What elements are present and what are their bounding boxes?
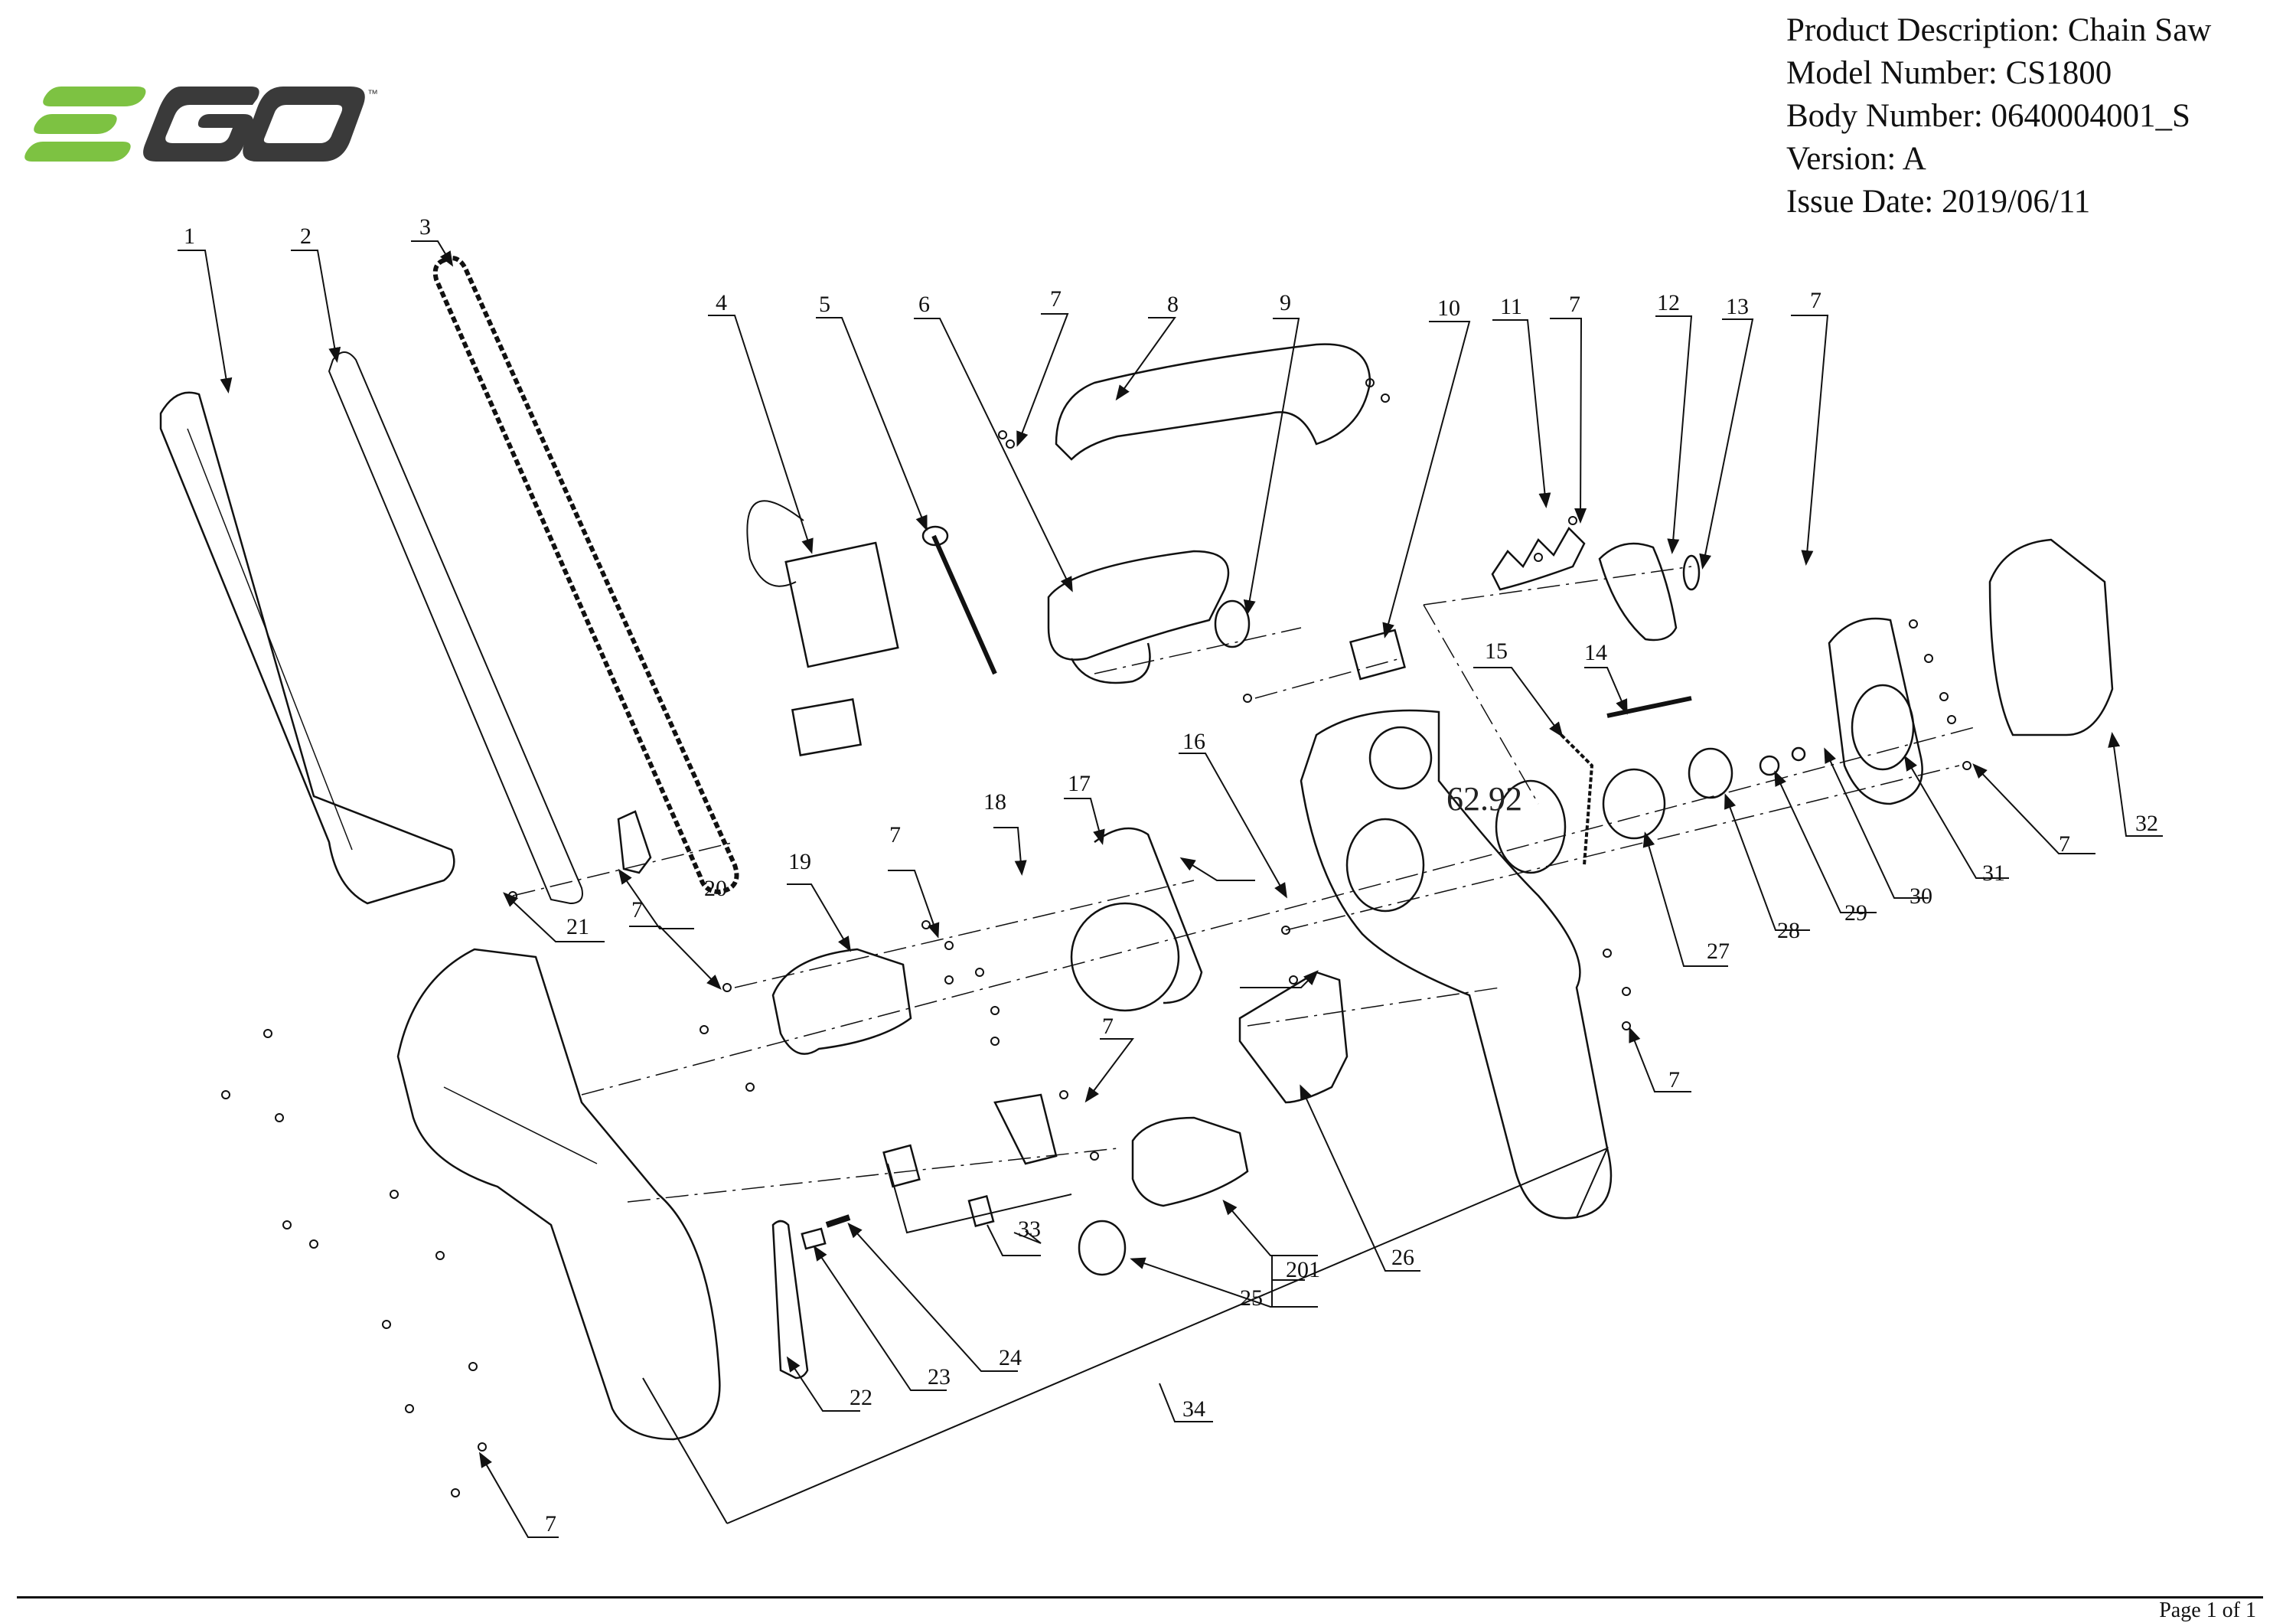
callout-3: 3	[419, 214, 431, 240]
callout-23: 23	[928, 1364, 951, 1390]
part-left-housing	[396, 948, 721, 1441]
part-saw-chain	[432, 256, 739, 895]
callout-19: 19	[788, 849, 811, 874]
part-brake-band	[1495, 779, 1567, 874]
part-sprocket-drum	[1602, 768, 1666, 840]
part-main-housing	[1300, 709, 1613, 1220]
footer-rule	[17, 1596, 2263, 1599]
callout-9: 9	[1280, 290, 1291, 315]
callout-7: 7	[1102, 1014, 1114, 1039]
part-front-handle	[1055, 343, 1371, 461]
part-oring	[1682, 554, 1701, 591]
callout-7: 7	[545, 1511, 556, 1536]
version: Version: A	[1786, 141, 1926, 177]
callout-16: 16	[1182, 729, 1205, 754]
callout-12: 12	[1657, 290, 1680, 315]
part-clip	[1688, 747, 1733, 799]
part-bumper-spike	[1491, 526, 1586, 591]
callout-29: 29	[1844, 900, 1867, 926]
part-spring	[825, 1214, 851, 1228]
part-rod	[931, 534, 997, 675]
part-oil-tank	[1131, 1116, 1249, 1207]
part-sprocket-cover	[1828, 617, 1923, 805]
callout-22: 22	[850, 1385, 872, 1410]
callout-30: 30	[1910, 883, 1932, 909]
callout-32: 32	[2135, 811, 2158, 836]
callout-201: 201	[1286, 1257, 1320, 1282]
stray-dimension-annotation: 62.92	[1446, 780, 1522, 818]
product-info-block: Product Description: Chain Saw Model Num…	[1786, 9, 2211, 224]
callout-18: 18	[983, 789, 1006, 815]
body-number: Body Number: 0640004001_S	[1786, 98, 2190, 134]
part-oil-cap	[1078, 1220, 1127, 1276]
callout-11: 11	[1500, 294, 1522, 319]
part-bar-cover	[159, 391, 455, 905]
part-block	[1349, 629, 1406, 681]
part-sleeve	[801, 1227, 827, 1250]
callout-6: 6	[918, 292, 930, 317]
callout-7: 7	[889, 822, 901, 847]
callout-15: 15	[1485, 638, 1508, 664]
callout-5: 5	[819, 292, 830, 317]
assembly-centerlines	[512, 566, 1975, 1203]
callout-25: 25	[1240, 1285, 1263, 1311]
callout-14: 14	[1584, 640, 1607, 665]
page-number: Page 1 of 1	[2159, 1599, 2256, 1622]
callout-4: 4	[716, 290, 727, 315]
callout-7: 7	[1668, 1067, 1680, 1092]
logo-green-bars	[24, 87, 146, 162]
callout-7: 7	[1810, 288, 1821, 313]
part-pin	[1606, 696, 1692, 718]
part-washer	[1759, 755, 1780, 776]
callout-2: 2	[300, 224, 311, 249]
part-lock-out	[882, 1144, 921, 1188]
callout-10: 10	[1437, 296, 1460, 321]
part-hand-guard	[1047, 550, 1230, 661]
callout-labels: 1 2 3 4 5 6 7 8 9 10 11 7 12 13 7 15 14 …	[184, 214, 2158, 1536]
callout-34: 34	[1182, 1396, 1205, 1422]
callout-21: 21	[566, 914, 589, 939]
callout-26: 26	[1391, 1245, 1414, 1270]
logo-trademark: ™	[367, 87, 378, 100]
ego-logo: ™	[24, 87, 378, 162]
part-motor-cover	[771, 948, 912, 1055]
callout-7: 7	[1050, 286, 1062, 312]
callout-17: 17	[1068, 771, 1091, 796]
issue-date: Issue Date: 2019/06/11	[1786, 184, 2091, 220]
callout-7: 7	[631, 897, 643, 923]
callout-8: 8	[1167, 292, 1179, 317]
part-side-cover	[1988, 538, 2114, 736]
part-adjuster-plate	[617, 810, 652, 874]
part-circlip	[1791, 746, 1806, 762]
callout-1: 1	[184, 224, 195, 249]
screws	[221, 378, 1971, 1497]
callout-13: 13	[1726, 294, 1749, 319]
part-battery-holder	[1238, 971, 1349, 1104]
part-ring	[1214, 599, 1251, 648]
callout-7: 7	[2059, 831, 2070, 857]
part-trigger	[771, 1220, 809, 1380]
callout-24: 24	[999, 1345, 1022, 1370]
callout-20: 20	[704, 876, 727, 901]
part-motor	[1070, 902, 1180, 1012]
callout-31: 31	[1982, 860, 2005, 886]
logo-letter-o	[243, 87, 365, 162]
logo-letter-g	[143, 87, 259, 162]
model-number: Model Number: CS1800	[1786, 55, 2112, 91]
callout-7: 7	[1569, 292, 1580, 317]
callout-28: 28	[1777, 918, 1800, 943]
callout-27: 27	[1707, 939, 1730, 964]
part-switch-assembly	[784, 541, 899, 668]
part-cover-plate	[1598, 542, 1678, 642]
product-description: Product Description: Chain Saw	[1786, 12, 2212, 48]
part-guide-bar	[328, 351, 583, 905]
callout-33: 33	[1018, 1216, 1041, 1242]
